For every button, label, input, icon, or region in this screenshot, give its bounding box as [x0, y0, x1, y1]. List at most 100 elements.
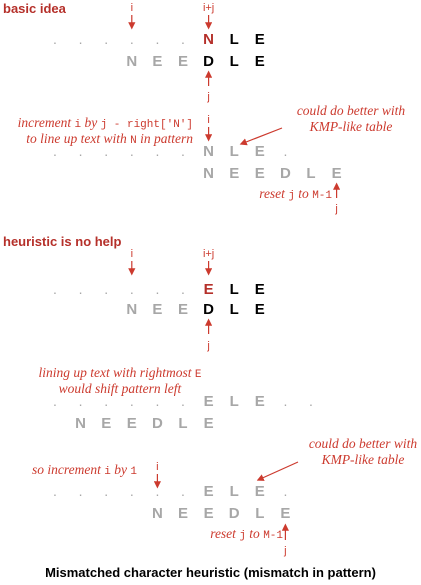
text-row-char: L	[230, 393, 239, 410]
pattern-row-char: L	[178, 415, 187, 432]
pattern-row-char: E	[204, 505, 214, 522]
text-row-dot: .	[79, 143, 83, 159]
pattern-row-char: N	[203, 165, 214, 182]
text-row-char: E	[255, 143, 265, 160]
text-row-dot: .	[53, 143, 57, 159]
text-row-dot: .	[283, 483, 287, 499]
note-kmp-line2: KMP-like table	[321, 452, 405, 467]
text-row-dot: .	[79, 281, 83, 297]
pattern-row-char: D	[280, 165, 291, 182]
label-j: j	[334, 203, 337, 215]
pattern-row-char: E	[152, 301, 162, 318]
pattern-row-char: N	[126, 53, 137, 70]
label-i-plus-j: i+j	[203, 248, 214, 260]
text-row-dot: .	[104, 483, 108, 499]
kmp-pointer-arrow	[239, 127, 283, 146]
pattern-row-char: D	[229, 505, 240, 522]
text-row-dot: .	[155, 31, 159, 47]
label-j: j	[206, 91, 209, 103]
note-increment-i: increment i by j - right['N']	[18, 115, 193, 131]
text-row-dot: .	[104, 31, 108, 47]
label-i: i	[207, 114, 209, 126]
pattern-row-char: E	[255, 301, 265, 318]
text-row-dot: .	[53, 483, 57, 499]
text-row-dot: .	[155, 483, 159, 499]
text-row-dot: .	[79, 31, 83, 47]
text-row-dot: .	[104, 393, 108, 409]
pattern-row-char: E	[280, 505, 290, 522]
text-row-dot: .	[155, 143, 159, 159]
pattern-row-char: E	[178, 301, 188, 318]
label-j: j	[206, 340, 209, 352]
text-row-dot: .	[79, 483, 83, 499]
text-row-dot: .	[181, 281, 185, 297]
pattern-row-char: N	[126, 301, 137, 318]
pattern-row-char: D	[203, 301, 214, 318]
note-line-up-n: to line up text with N in pattern	[26, 131, 193, 147]
text-row-dot: .	[181, 393, 185, 409]
pattern-row-char: E	[229, 165, 239, 182]
text-row-dot: .	[155, 393, 159, 409]
note-shift-left: would shift pattern left	[59, 381, 183, 396]
pattern-row-char: L	[306, 165, 315, 182]
text-row-dot: .	[130, 143, 134, 159]
figure-caption: Mismatched character heuristic (mismatch…	[45, 565, 376, 580]
label-j: j	[283, 545, 286, 557]
pattern-row-char: L	[230, 53, 239, 70]
pattern-row-char: E	[255, 53, 265, 70]
text-row-dot: .	[104, 143, 108, 159]
text-row-dot: .	[130, 393, 134, 409]
note-kmp-line1: could do better with	[309, 436, 418, 451]
text-row-char: L	[230, 281, 239, 298]
text-row-dot: .	[283, 393, 287, 409]
text-row-char: N	[203, 31, 214, 48]
text-row-char: L	[230, 31, 239, 48]
text-row-char: E	[204, 281, 214, 298]
label-i: i	[156, 461, 158, 473]
pattern-row-char: L	[255, 505, 264, 522]
text-row-dot: .	[130, 281, 134, 297]
pattern-row-char: E	[101, 415, 111, 432]
pattern-row-char: E	[255, 165, 265, 182]
text-row-char: E	[255, 281, 265, 298]
note-kmp-line2: KMP-like table	[309, 119, 393, 134]
note-reset-j: reset j to M-1	[210, 526, 283, 542]
text-row-dot: .	[155, 281, 159, 297]
note-increment-one: so increment i by 1	[32, 462, 137, 478]
text-row-dot: .	[283, 143, 287, 159]
pattern-row-char: L	[230, 301, 239, 318]
note-kmp-line1: could do better with	[297, 103, 406, 118]
pattern-row-char: E	[178, 53, 188, 70]
text-row-dot: .	[309, 393, 313, 409]
text-row-dot: .	[53, 31, 57, 47]
text-row-char: L	[230, 483, 239, 500]
text-row-dot: .	[53, 393, 57, 409]
pattern-row-char: N	[75, 415, 86, 432]
kmp-pointer-arrow	[256, 461, 299, 481]
text-row-char: E	[204, 393, 214, 410]
text-row-dot: .	[53, 281, 57, 297]
label-i: i	[131, 248, 133, 260]
text-row-dot: .	[104, 281, 108, 297]
pattern-row-char: E	[332, 165, 342, 182]
text-row-char: E	[255, 483, 265, 500]
heading-basic-idea: basic idea	[3, 1, 66, 16]
note-reset-j: reset j to M-1	[259, 186, 332, 202]
heading-heuristic-no-help: heuristic is no help	[3, 234, 122, 249]
pattern-row-char: E	[204, 415, 214, 432]
text-row-dot: .	[181, 31, 185, 47]
text-row-dot: .	[79, 393, 83, 409]
text-row-char: N	[203, 143, 214, 160]
pattern-row-char: D	[152, 415, 163, 432]
pattern-row-char: E	[127, 415, 137, 432]
label-i-plus-j: i+j	[203, 2, 214, 14]
text-row-dot: .	[130, 31, 134, 47]
pattern-row-char: E	[152, 53, 162, 70]
pattern-row-char: N	[152, 505, 163, 522]
text-row-dot: .	[181, 143, 185, 159]
text-row-char: E	[255, 393, 265, 410]
note-lining-up: lining up text with rightmost E	[39, 365, 202, 381]
pattern-row-char: E	[178, 505, 188, 522]
